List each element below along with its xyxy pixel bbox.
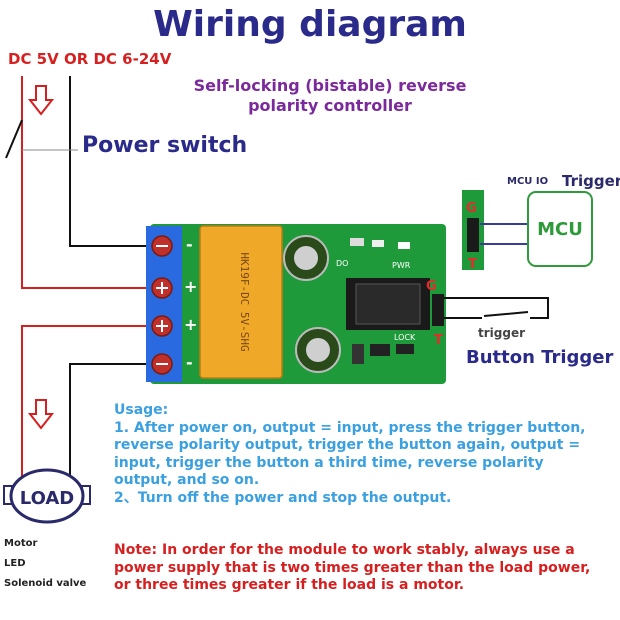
relay xyxy=(199,225,283,379)
pin-label: G xyxy=(466,201,477,216)
load-type: Solenoid valve xyxy=(4,578,87,589)
pin-label: G xyxy=(426,279,437,294)
capacitor-icon xyxy=(283,235,329,281)
mcu-label: MCU xyxy=(537,219,583,240)
supply-voltage-label: DC 5V OR DC 6-24V xyxy=(8,50,172,68)
board-trigger-header xyxy=(432,294,444,326)
down-arrow-icon xyxy=(27,85,55,116)
terminal-sign: + xyxy=(184,315,197,334)
mcu-wires xyxy=(480,223,528,245)
pin-label: T xyxy=(468,257,477,272)
note-text: Note: In order for the module to work st… xyxy=(114,542,591,593)
down-arrow-icon xyxy=(27,399,55,430)
pin-label: T xyxy=(434,333,443,348)
button-trigger-label: Button Trigger xyxy=(466,347,614,368)
button-wires xyxy=(444,297,549,319)
usage-section: Usage: 1. After power on, output = input… xyxy=(114,402,604,507)
terminal-sign: - xyxy=(186,353,193,372)
output-wires xyxy=(21,325,150,488)
load-symbol: LOAD xyxy=(3,468,91,524)
negative-supply-wire xyxy=(69,76,150,247)
output-positive-wire xyxy=(21,325,150,488)
load-types: Motor LED Solenoid valve xyxy=(4,534,86,594)
usage-item: 2、Turn off the power and stop the output… xyxy=(114,489,452,506)
load-label: LOAD xyxy=(20,488,75,509)
pcb-label: PWR xyxy=(392,261,411,270)
terminal-sign: - xyxy=(186,235,193,254)
switch-lever xyxy=(5,119,23,159)
relay-marking: HK19F-DC 5V-SHG xyxy=(238,252,251,351)
usage-heading: Usage: xyxy=(114,402,169,418)
button-small-label: trigger xyxy=(478,326,526,340)
supply-wires xyxy=(5,76,150,289)
module-board: - + + - HK19F-DC 5V-SHG DO PWR LOC xyxy=(146,224,446,384)
mcu-io-label: MCU IO xyxy=(507,176,549,187)
load-type: LED xyxy=(4,558,26,569)
pcb-label: LOCK xyxy=(394,333,416,342)
usage-item: 1. After power on, output = input, press… xyxy=(114,419,586,489)
mcu-box: MCU xyxy=(527,191,593,267)
page-title: Wiring diagram xyxy=(153,4,467,45)
mcu-header: G T xyxy=(462,190,484,272)
capacitor-icon xyxy=(295,327,341,373)
output-negative-wire xyxy=(69,363,150,488)
pcb-label: DO xyxy=(336,259,348,268)
load-type: Motor xyxy=(4,538,38,549)
mcu-trigger-label: Trigger xyxy=(562,172,620,190)
terminal-sign: + xyxy=(184,277,197,296)
subtitle: Self-locking (bistable) reverse polarity… xyxy=(193,76,467,115)
positive-supply-wire xyxy=(21,76,150,289)
power-switch-label: Power switch xyxy=(82,133,248,158)
